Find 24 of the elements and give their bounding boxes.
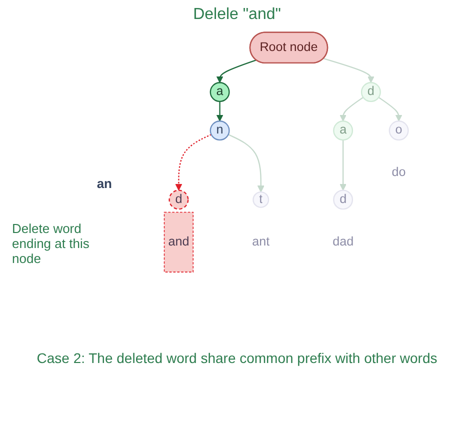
node-circle: d [333,190,354,210]
node-label: and [168,235,190,248]
annotation: Delete word ending at this node [12,221,90,266]
node-label: ant [252,235,270,248]
node-label: dad [332,235,354,248]
title: Delele "and" [192,6,282,24]
arrow [228,134,264,192]
node-label: do [392,166,406,180]
node-circle: d [168,190,189,210]
arrow [216,60,256,83]
node-circle: o [388,120,409,140]
arrow [324,58,374,83]
arrow [216,101,224,122]
arrow [340,96,364,122]
arrow [378,96,402,122]
annotation: an [96,176,112,191]
node-circle: a [210,82,230,102]
node-circle: d [360,82,381,102]
arrow [175,134,212,191]
node-circle: n [210,120,230,140]
node-circle: a [333,120,354,140]
arrow [340,140,347,191]
node-circle: t [252,191,270,208]
caption: Case 2: The deleted word share common prefix with other words [36,350,438,366]
